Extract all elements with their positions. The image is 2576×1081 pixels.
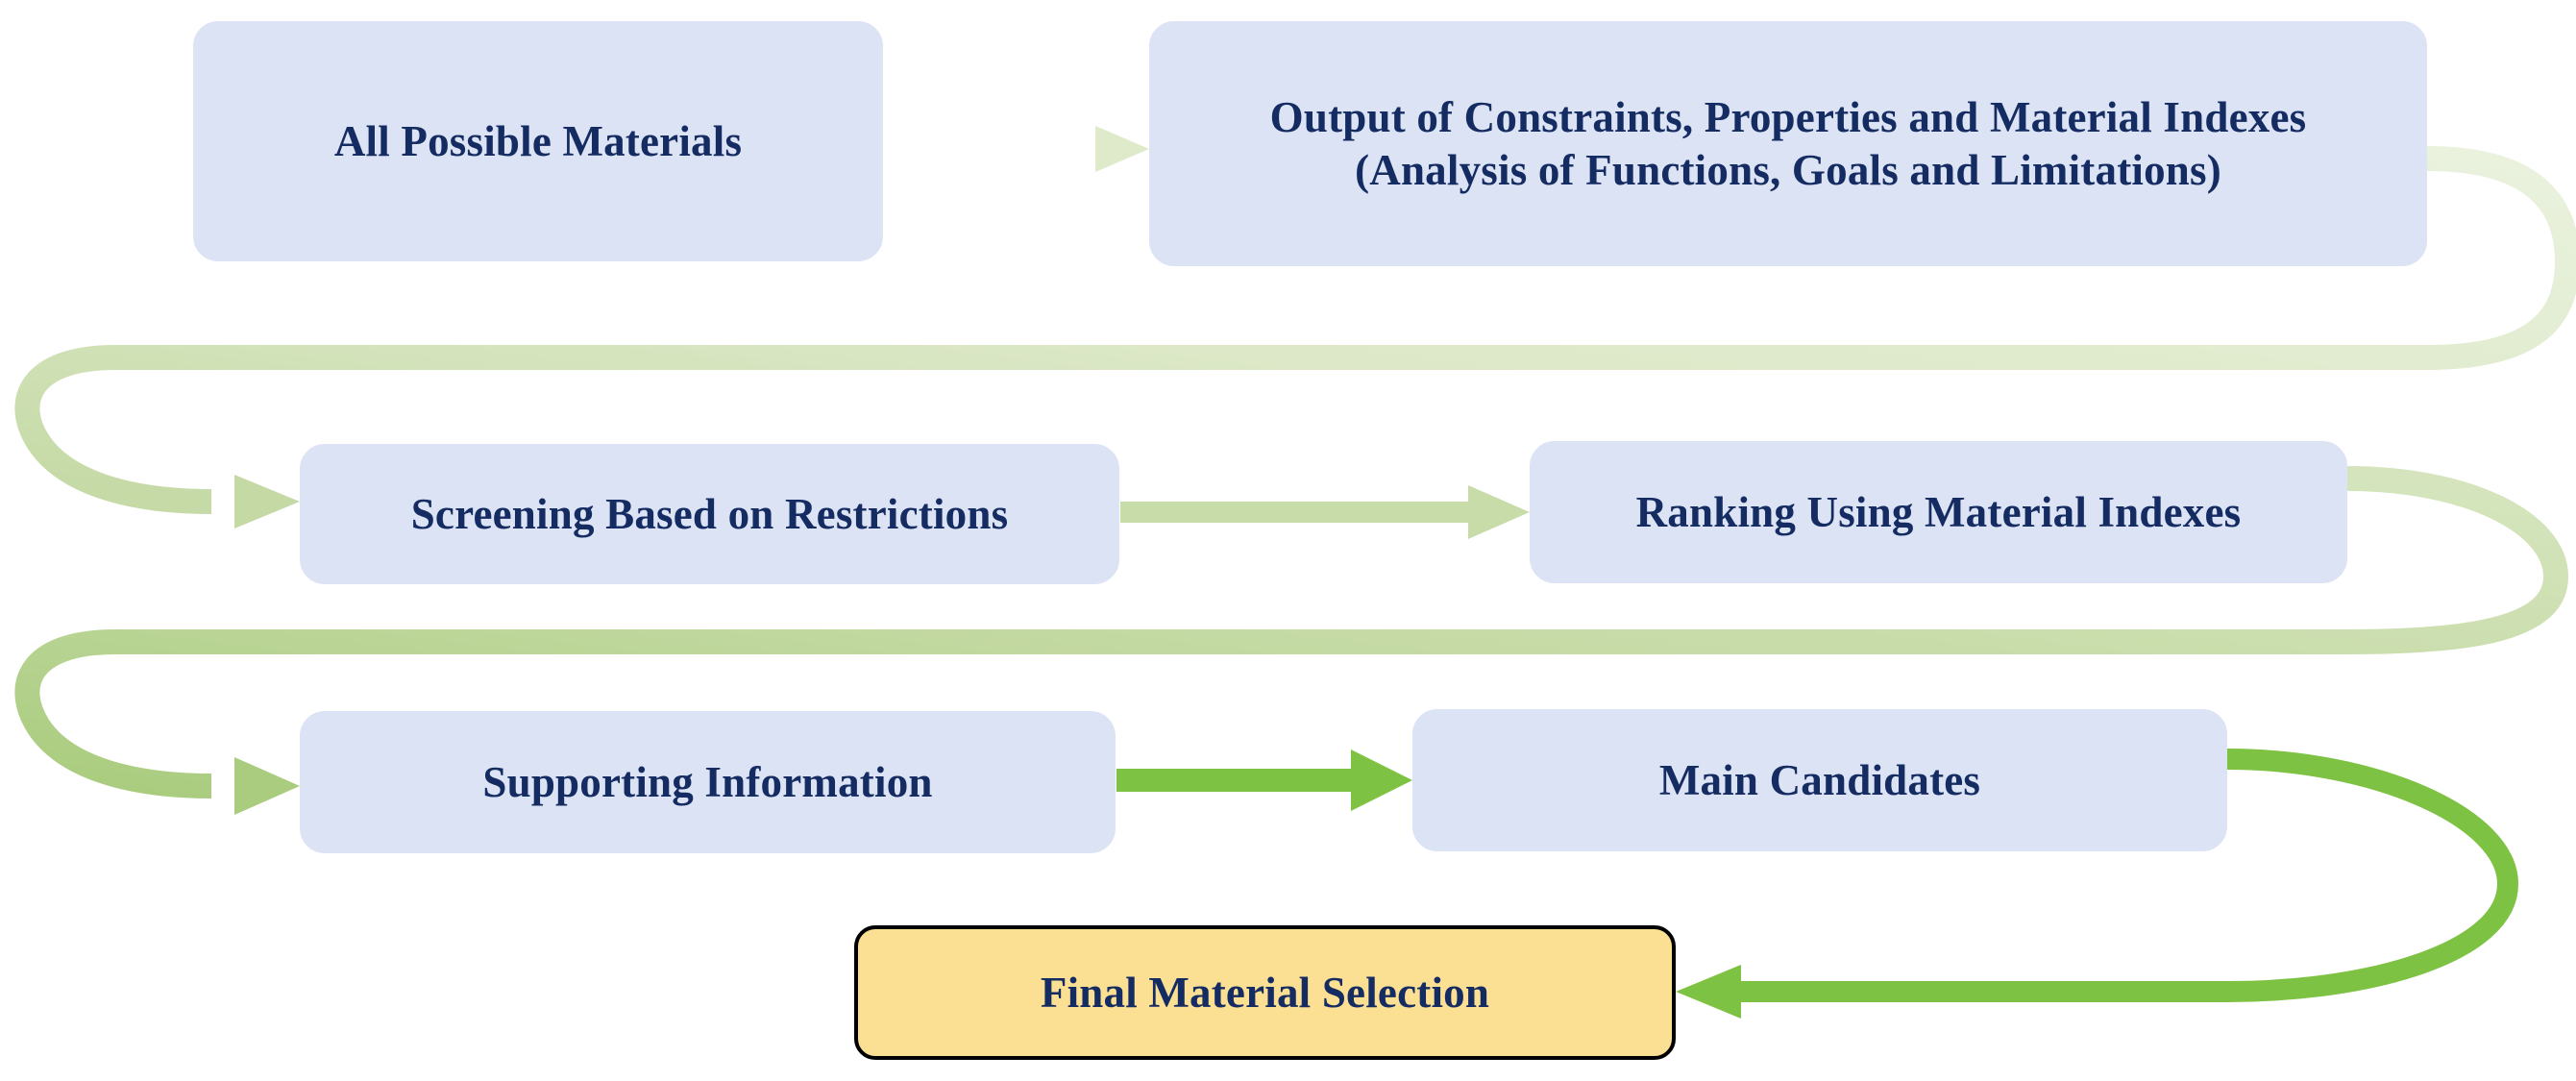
node-screening-based-on-restrictions[interactable]: Screening Based on Restrictions: [300, 444, 1119, 584]
node-final-material-selection[interactable]: Final Material Selection: [854, 925, 1676, 1060]
node-all-possible-materials[interactable]: All Possible Materials: [193, 21, 883, 261]
node-supporting-information[interactable]: Supporting Information: [300, 711, 1116, 853]
edge-output-to-screening: [14, 146, 2576, 528]
node-label-all-possible-materials: All Possible Materials: [333, 116, 743, 165]
edge-ranking-to-supporting: [14, 466, 2569, 815]
node-main-candidates[interactable]: Main Candidates: [1412, 709, 2227, 851]
node-label-final-material-selection: Final Material Selection: [1040, 968, 1490, 1017]
node-output-of-constraints[interactable]: Output of Constraints, Properties and Ma…: [1149, 21, 2427, 266]
edge-screening-to-ranking: [1120, 485, 1530, 539]
edge-supporting-to-main: [1116, 749, 1412, 811]
node-label-screening-based-on-restrictions: Screening Based on Restrictions: [410, 489, 1009, 538]
edge-all-materials-to-output: [884, 126, 1149, 172]
node-label-main-candidates: Main Candidates: [1658, 755, 1981, 804]
node-label-output-of-constraints: Output of Constraints, Properties and Ma…: [1269, 92, 2307, 194]
node-ranking-using-material-indexes[interactable]: Ranking Using Material Indexes: [1530, 441, 2347, 583]
node-label-supporting-information: Supporting Information: [482, 757, 933, 806]
node-label-ranking-using-material-indexes: Ranking Using Material Indexes: [1635, 487, 2242, 536]
edge-main-to-final: [1676, 749, 2519, 1019]
